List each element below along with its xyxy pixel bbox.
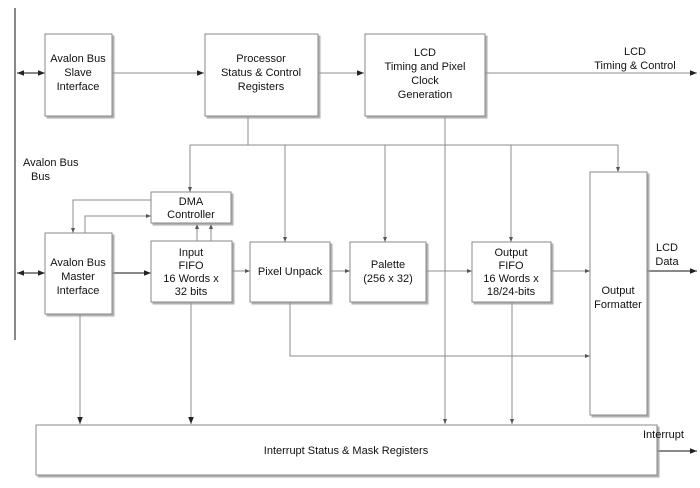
dma-to-master-arrow (71, 199, 151, 233)
output-fifo-line-3: 16 Words x (483, 273, 539, 285)
avalon-slave-line-1: Avalon Bus (50, 53, 106, 65)
palette-line-1: Palette (371, 259, 405, 271)
avalon-slave-line-3: Interface (57, 81, 100, 93)
avalon-bus-label-line-2: Bus (31, 171, 50, 183)
processor-status-control-registers-block: Processor Status & Control Registers (204, 33, 319, 117)
output-formatter-block: Output Formatter (589, 171, 648, 416)
output-fifo-line-4: 18/24-bits (487, 286, 536, 298)
master-to-dma-arrow (84, 214, 151, 233)
interrupt-status-mask-registers-block: Interrupt Status & Mask Registers (35, 424, 658, 476)
input-fifo-line-1: Input (179, 247, 203, 259)
lcd-timing-line-3: Clock (411, 75, 439, 87)
output-formatter-line-2: Formatter (594, 299, 642, 311)
dma-line-1: DMA (179, 196, 204, 208)
lcd-timing-line-4: Generation (398, 89, 452, 101)
pixel-unpack-block: Pixel Unpack (249, 241, 331, 303)
palette-line-2: (256 x 32) (363, 273, 413, 285)
processor-regs-line-2: Status & Control (221, 67, 301, 79)
input-fifo-line-3: 16 Words x (163, 273, 219, 285)
palette-block: Palette (256 x 32) (349, 241, 427, 303)
pixel-unpack-line-1: Pixel Unpack (258, 266, 323, 278)
avalon-bus-label-line-1: Avalon Bus (23, 157, 79, 169)
lcd-data-label-line-1: LCD (656, 242, 678, 254)
processor-regs-line-1: Processor (236, 53, 286, 65)
lcd-data-label-line-2: Data (655, 256, 679, 268)
unpack-bypass-arrow (289, 302, 590, 358)
avalon-master-interface-block: Avalon Bus Master Interface (44, 232, 113, 315)
avalon-master-line-1: Avalon Bus (50, 257, 106, 269)
output-fifo-line-1: Output (494, 247, 527, 259)
input-fifo-block: Input FIFO 16 Words x 32 bits (150, 240, 233, 303)
avalon-master-line-2: Master (61, 271, 95, 283)
processor-regs-line-3: Registers (238, 81, 285, 93)
input-fifo-line-4: 32 bits (175, 286, 208, 298)
lcd-timing-control-label-line-2: Timing & Control (594, 60, 676, 72)
avalon-slave-line-2: Slave (64, 67, 92, 79)
output-formatter-line-1: Output (601, 285, 634, 297)
lcd-timing-line-2: Timing and Pixel (385, 61, 466, 73)
output-fifo-block: Output FIFO 16 Words x 18/24-bits (471, 241, 552, 303)
interrupt-label: Interrupt (643, 429, 684, 441)
lcd-timing-line-1: LCD (414, 47, 436, 59)
dma-controller-block: DMA Controller (150, 191, 232, 224)
output-fifo-line-2: FIFO (498, 260, 523, 272)
lcd-timing-control-label-line-1: LCD (624, 46, 646, 58)
lcd-timing-generation-block: LCD Timing and Pixel Clock Generation (364, 33, 486, 117)
avalon-master-line-3: Interface (57, 285, 100, 297)
avalon-slave-interface-block: Avalon Bus Slave Interface (44, 33, 113, 117)
input-fifo-line-2: FIFO (178, 260, 203, 272)
dma-line-2: Controller (167, 209, 215, 221)
interrupt-regs-label: Interrupt Status & Mask Registers (264, 445, 429, 457)
